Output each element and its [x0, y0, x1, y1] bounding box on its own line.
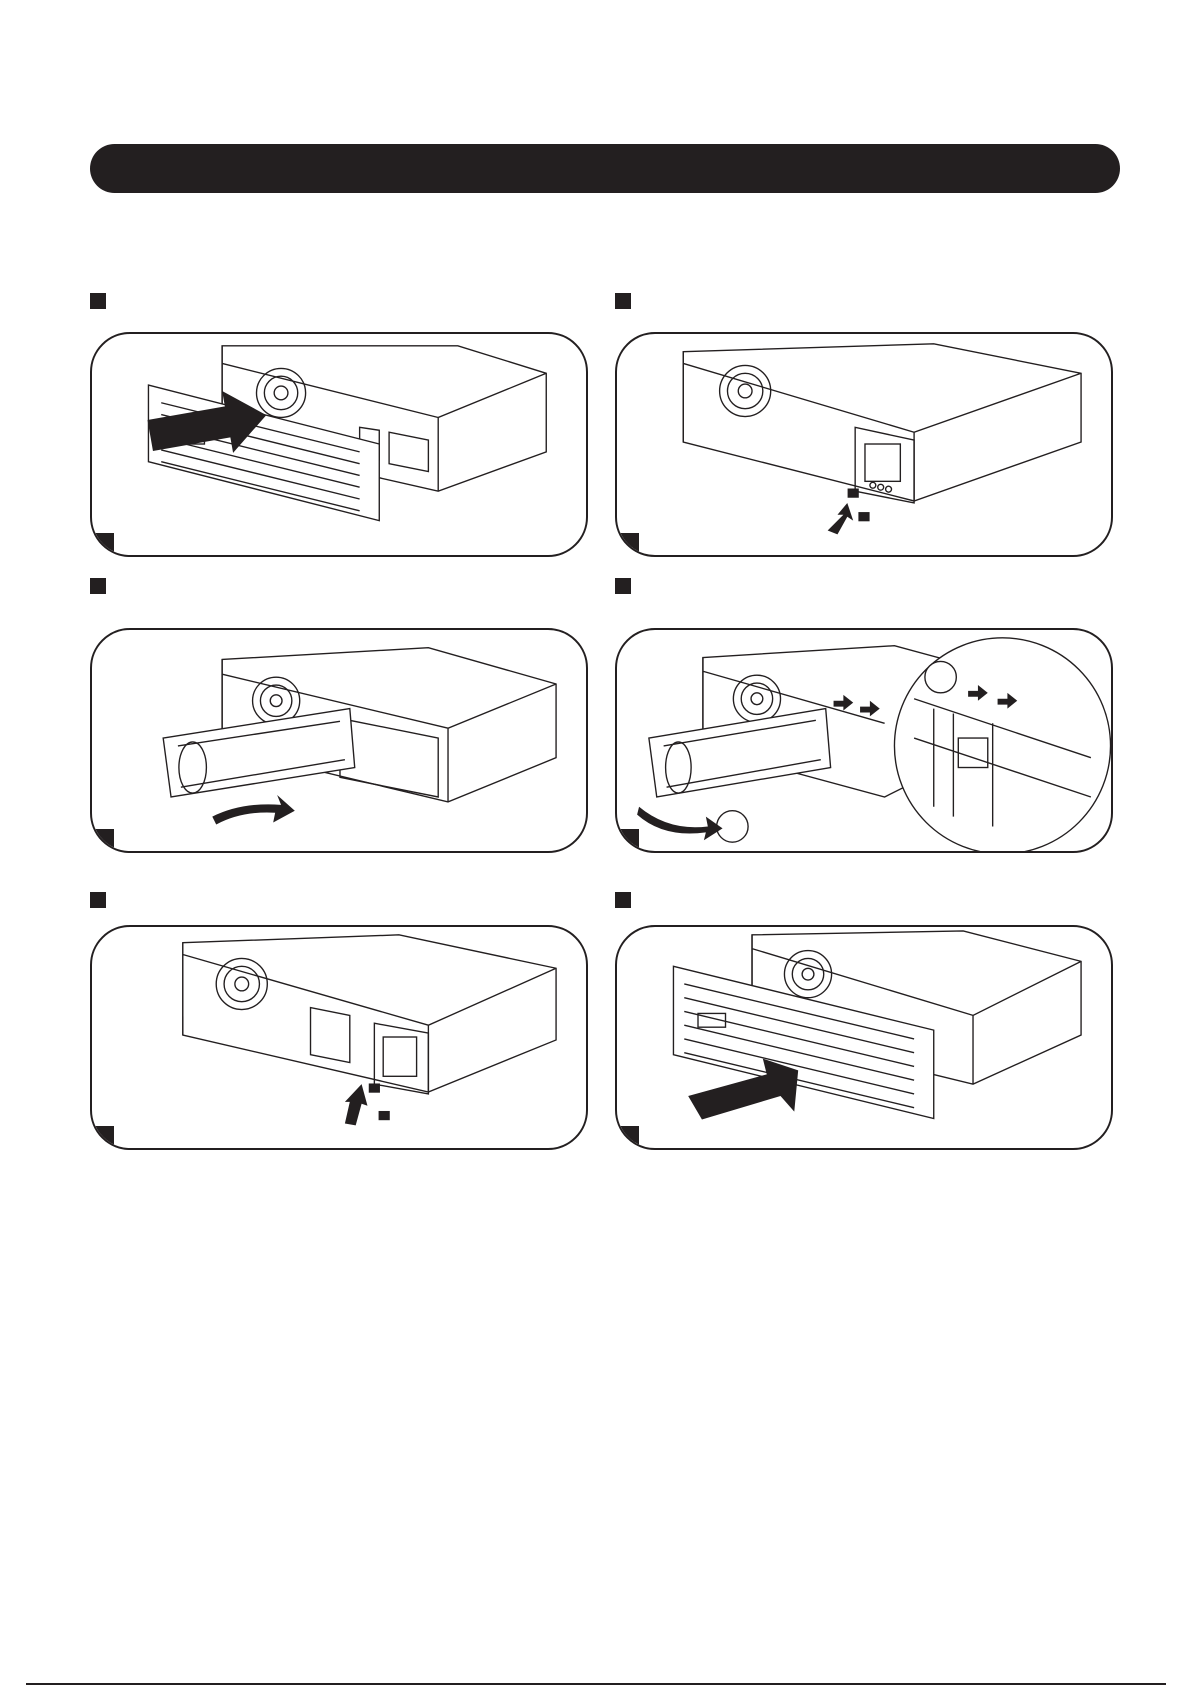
step-corner-marker-2 — [617, 533, 639, 555]
battery-pull-out-illustration — [92, 630, 586, 851]
step-panel-3 — [90, 628, 588, 853]
section-header-bar — [90, 144, 1120, 193]
step-marker-6 — [615, 892, 631, 908]
bezel-installation-illustration — [617, 927, 1111, 1148]
step-corner-marker-4 — [617, 829, 639, 851]
step-corner-marker-1 — [92, 533, 114, 555]
step-panel-6 — [615, 925, 1113, 1150]
screw-removal-illustration — [617, 334, 1111, 555]
step-corner-marker-5 — [92, 1126, 114, 1148]
screw-insertion-illustration — [92, 927, 586, 1148]
step-marker-4 — [615, 578, 631, 594]
step-corner-marker-3 — [92, 829, 114, 851]
step-marker-5 — [90, 892, 106, 908]
step-marker-1 — [90, 293, 106, 309]
step-panel-4 — [615, 628, 1113, 853]
step-panel-1 — [90, 332, 588, 557]
step-marker-3 — [90, 578, 106, 594]
step-panel-5 — [90, 925, 588, 1150]
bezel-removal-illustration — [92, 334, 586, 555]
step-corner-marker-6 — [617, 1126, 639, 1148]
step-marker-2 — [615, 293, 631, 309]
battery-connector-illustration — [617, 630, 1111, 851]
step-panel-2 — [615, 332, 1113, 557]
